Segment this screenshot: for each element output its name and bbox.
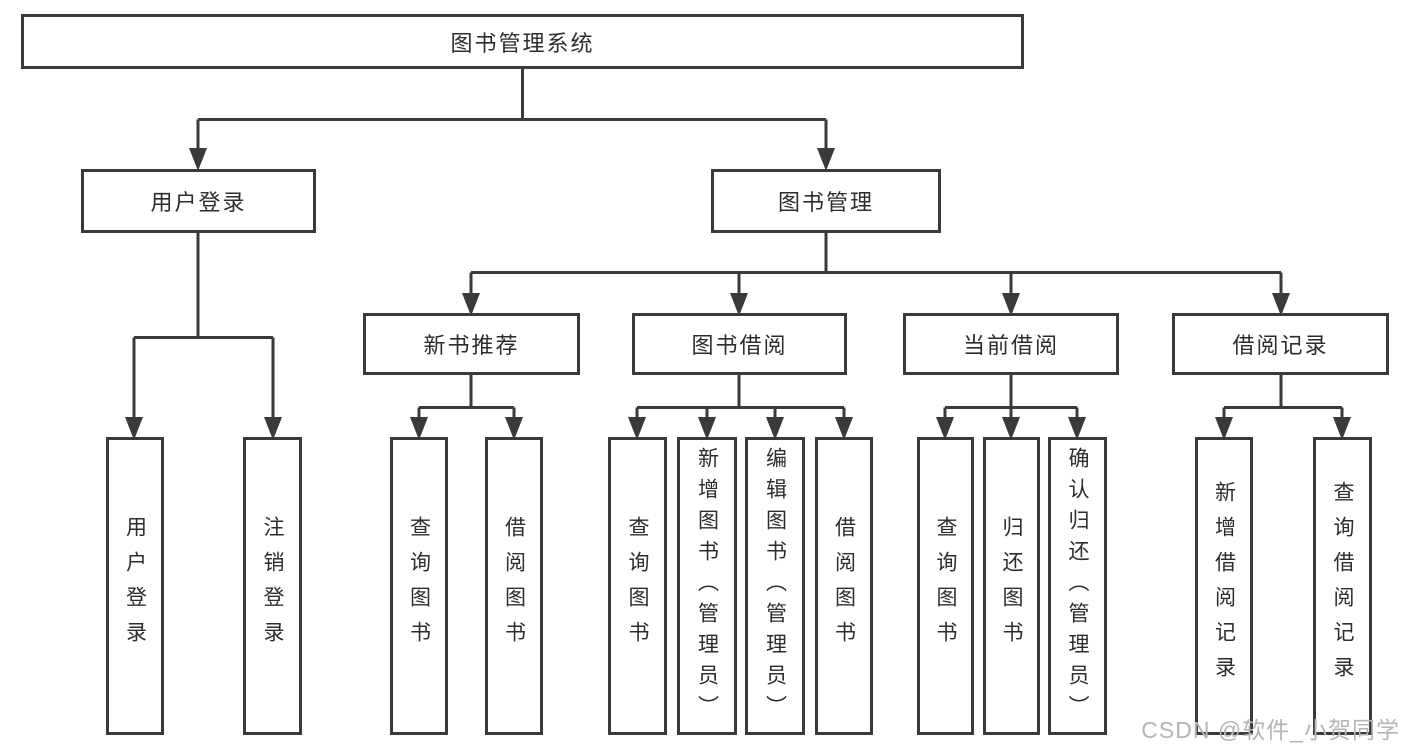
- node-label: 注销登录: [261, 516, 284, 656]
- node-borrowing-records: 借阅记录: [1172, 313, 1389, 375]
- node-label: 查询图书: [934, 516, 957, 656]
- node-label: 图书管理系统: [450, 30, 595, 56]
- node-label: 借阅记录: [1232, 333, 1329, 358]
- csdn-watermark: CSDN @软件_小贺同学: [1141, 717, 1400, 743]
- leaf-confirm-return-admin: 确认归还（管理员）: [1048, 437, 1107, 735]
- leaf-edit-books-admin: 编辑图书（管理员）: [745, 437, 805, 735]
- leaf-query-books-recommend: 查询图书: [390, 437, 448, 735]
- node-label: 编辑图书（管理员）: [763, 446, 787, 726]
- leaf-query-books-current: 查询图书: [917, 437, 974, 735]
- node-book-management: 图书管理: [711, 169, 941, 233]
- node-label: 借阅图书: [502, 516, 526, 656]
- leaf-query-books-borrowing: 查询图书: [608, 437, 667, 735]
- node-label: 查询图书: [407, 516, 431, 656]
- node-label: 当前借阅: [962, 333, 1059, 358]
- leaf-user-login: 用户登录: [106, 437, 164, 735]
- node-label: 归还图书: [1000, 516, 1023, 656]
- node-label: 图书借阅: [691, 333, 788, 358]
- node-label: 借阅图书: [832, 516, 856, 656]
- node-label: 新增图书（管理员）: [695, 446, 719, 726]
- leaf-add-books-admin: 新增图书（管理员）: [677, 437, 737, 735]
- node-label: 新书推荐: [423, 333, 520, 358]
- leaf-query-borrow-record: 查询借阅记录: [1313, 437, 1372, 735]
- node-label: 新增借阅记录: [1212, 481, 1236, 691]
- node-library-management-system: 图书管理系统: [21, 14, 1024, 69]
- node-user-login: 用户登录: [81, 169, 316, 233]
- node-label: 查询借阅记录: [1331, 481, 1354, 691]
- leaf-borrow-books-recommend: 借阅图书: [485, 437, 543, 735]
- node-label: 用户登录: [150, 190, 247, 215]
- node-new-book-recommend: 新书推荐: [363, 313, 580, 375]
- node-book-borrowing: 图书借阅: [632, 313, 847, 375]
- leaf-add-borrow-record: 新增借阅记录: [1195, 437, 1253, 735]
- arrowheads: [125, 148, 1351, 440]
- leaf-return-books: 归还图书: [983, 437, 1040, 735]
- leaf-borrow-books: 借阅图书: [815, 437, 873, 735]
- leaf-logout: 注销登录: [243, 437, 302, 735]
- connector-segments: [132, 66, 1344, 421]
- node-current-borrowing: 当前借阅: [903, 313, 1119, 375]
- node-label: 用户登录: [123, 516, 147, 656]
- node-label: 查询图书: [626, 516, 649, 656]
- node-label: 确认归还（管理员）: [1066, 446, 1089, 726]
- node-label: 图书管理: [777, 190, 874, 215]
